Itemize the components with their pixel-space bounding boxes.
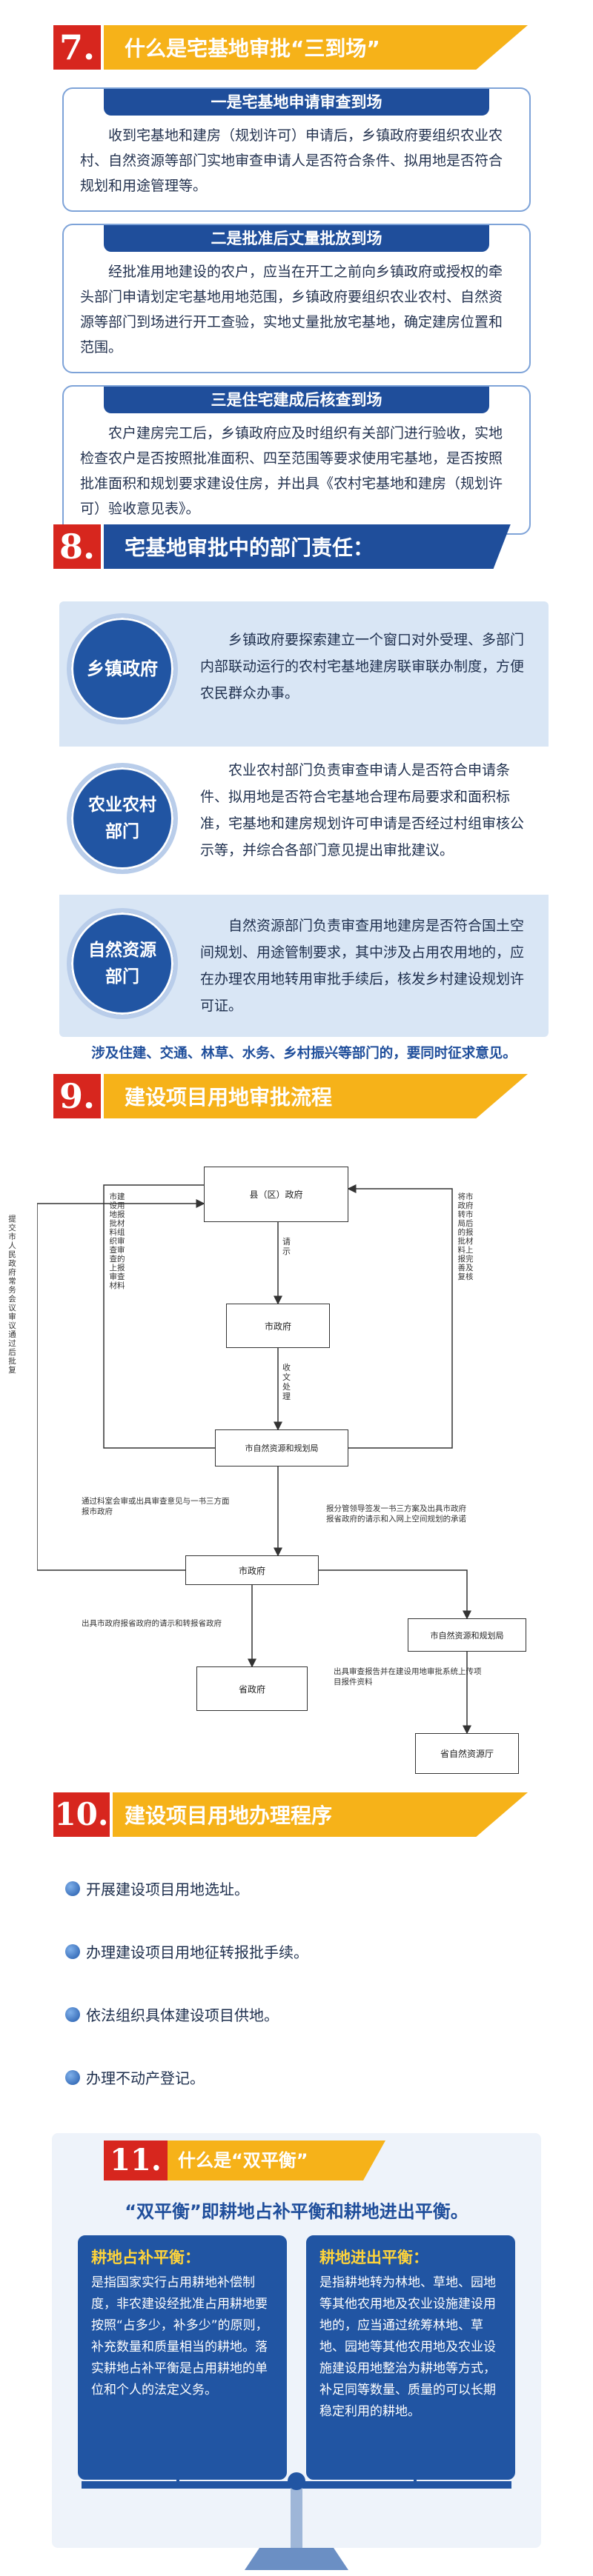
banner-bar (98, 1074, 528, 1118)
card-body: 收到宅基地和建房（规划许可）申请后，乡镇政府要组织农业农村、自然资源等部门实地审… (80, 127, 503, 194)
panel-in-out-balance: 耕地进出平衡： 是指耕地转为林地、草地、园地等其他农用地及农业设施建设用地的，应… (306, 2235, 515, 2480)
section-10-banner: 10. 建设项目用地办理程序 (53, 1792, 528, 1837)
card-head: 二是批准后丈量批放到场 (104, 225, 489, 252)
section-7-title: 什么是宅基地审批“三到场” (125, 36, 380, 61)
banner-bar (98, 25, 528, 70)
section-7-number: 7. (53, 25, 104, 70)
section-11: 11. 什么是“双平衡” “双平衡”即耕地占补平衡和耕地进出平衡。 耕地占补平衡… (0, 2133, 593, 2576)
section-8-banner: 8. 宅基地审批中的部门责任： (53, 524, 528, 569)
label-forward: 收文处理 (282, 1363, 291, 1401)
flow-box-county: 县（区）政府 (204, 1167, 348, 1222)
card-completion-check: 三是住宅建成后核查到场 农户建房完工后，乡镇政府应及时组织有关部门进行验收，实地… (62, 385, 531, 535)
row-agriculture: 农业农村部门 农业农村部门负责审查申请人是否符合申请条件、拟用地是否符合宅基地合… (59, 747, 549, 895)
flow-box-province: 省政府 (196, 1666, 308, 1711)
label-bureau-to-city: 通过科室会审或出具审查意见与一书三方面报市政府 (82, 1497, 230, 1516)
banner-bar (98, 1792, 528, 1837)
section-11-banner: 11. 什么是“双平衡” (104, 2140, 385, 2180)
row-township: 乡镇政府 乡镇政府要探索建立一个窗口对外受理、多部门内部联动运行的农村宅基地建房… (59, 604, 549, 741)
township-circle: 乡镇政府 (67, 613, 178, 724)
section-7: 7. 什么是宅基地审批“三到场” 一是宅基地申请审查到场 收到宅基地和建房（规划… (0, 25, 593, 535)
step-item: 依法组织具体建设项目供地。 (65, 2003, 279, 2025)
section-9-banner: 9. 建设项目用地审批流程 (53, 1074, 528, 1118)
section-11-number: 11. (104, 2140, 168, 2180)
step-text: 办理不动产登记。 (86, 2069, 205, 2087)
card-head: 三是住宅建成后核查到场 (104, 387, 489, 413)
natural-resources-label: 自然资源部门 (88, 941, 156, 987)
township-text: 乡镇政府要探索建立一个窗口对外受理、多部门内部联动运行的农村宅基地建房联审联办制… (200, 632, 525, 701)
label-left-long: 提交市人民政府常务会议审议通过后批复 (8, 1215, 16, 1375)
label-city-to-bureau: 报分管领导签发一书三方案及出具市政府报省政府的请示和入网上空间规划的承诺 (326, 1504, 466, 1524)
flow-box-city-2: 市政府 (185, 1555, 319, 1585)
card-head: 一是宅基地申请审查到场 (104, 89, 489, 116)
flow-box-bureau-2: 市自然资源和规划局 (408, 1618, 526, 1652)
label-city-to-province: 出具市政府报省政府的请示和转报省政府 (82, 1619, 222, 1628)
flow-box-bureau-1: 市自然资源和规划局 (215, 1429, 348, 1466)
bullet-icon (65, 1943, 80, 1959)
section-8: 8. 宅基地审批中的部门责任： 乡镇政府 乡镇政府要探索建立一个窗口对外受理、多… (0, 524, 593, 1061)
panel-heading: 耕地进出平衡： (319, 2249, 428, 2266)
bullet-icon (65, 2006, 80, 2022)
flow-box-province-dept: 省自然资源厅 (415, 1733, 519, 1774)
step-text: 开展建设项目用地选址。 (86, 1881, 249, 1898)
consult-note: 涉及住建、交通、林草、水务、乡村振兴等部门的，要同时征求意见。 (91, 1046, 517, 1061)
section-9-number: 9. (53, 1074, 104, 1118)
label-right-vertical: 将市政府转市局后的报批材料上报完善及复核 (457, 1192, 474, 1281)
section-9: 9. 建设项目用地审批流程 (0, 1074, 593, 1774)
panel-body: 是指国家实行占用耕地补偿制度，非农建设经批准占用耕地要按照“占多少，补多少”的原… (91, 2275, 268, 2398)
row-natural-resources: 自然资源部门 自然资源部门负责审查用地建房是否符合国土空间规划、用途管制要求，其… (59, 902, 549, 1032)
natural-resources-circle: 自然资源部门 (67, 908, 178, 1019)
natural-resources-text: 自然资源部门负责审查用地建房是否符合国土空间规划、用途管制要求，其中涉及占用农用… (200, 918, 525, 1014)
card-application-review: 一是宅基地申请审查到场 收到宅基地和建房（规划许可）申请后，乡镇政府要组织农业农… (62, 87, 531, 212)
double-balance-definition: “双平衡”即耕地占补平衡和耕地进出平衡。 (125, 2201, 468, 2222)
section-10-title: 建设项目用地办理程序 (125, 1803, 333, 1828)
card-body: 经批准用地建设的农户，应当在开工之前向乡镇政府或授权的牵头部门申请划定宅基地用地… (80, 264, 503, 356)
section-10: 10. 建设项目用地办理程序 开展建设项目用地选址。 办理建设项目用地征转报批手… (0, 1792, 593, 2087)
flow-box-city-1: 市政府 (226, 1304, 330, 1348)
label-report: 请示 (282, 1237, 291, 1256)
agriculture-label: 农业农村部门 (88, 795, 156, 841)
card-approval-measure: 二是批准后丈量批放到场 经批准用地建设的农户，应当在开工之前向乡镇政府或授权的牵… (62, 224, 531, 373)
agriculture-text: 农业农村部门负责审查申请人是否符合申请条件、拟用地是否符合宅基地合理布局要求和面… (200, 762, 525, 858)
panel-heading: 耕地占补平衡： (91, 2249, 200, 2266)
card-body: 农户建房完工后，乡镇政府应及时组织有关部门进行验收，实地检查农户是否按照批准面积… (80, 425, 503, 517)
label-left-mid: 市建设用地报批材料组织审查审查的上报审查材料 (109, 1192, 125, 1290)
step-item: 办理建设项目用地征转报批手续。 (65, 1941, 308, 1962)
bullet-icon (65, 1881, 80, 1896)
banner-bar (98, 524, 511, 569)
panel-body: 是指耕地转为林地、草地、园地等其他农用地及农业设施建设用地的，应当通过统筹林地、… (319, 2275, 496, 2419)
section-8-title: 宅基地审批中的部门责任： (125, 535, 374, 560)
section-7-banner: 7. 什么是宅基地审批“三到场” (53, 25, 528, 70)
label-bureau-to-dept: 出具审查报告并在建设用地审批系统上传项目报件资料 (334, 1667, 482, 1686)
step-text: 依法组织具体建设项目供地。 (86, 2006, 279, 2024)
section-11-title: 什么是“双平衡” (178, 2150, 308, 2171)
section-9-title: 建设项目用地审批流程 (125, 1085, 333, 1110)
section-8-number: 8. (53, 524, 104, 569)
bullet-icon (65, 2069, 80, 2085)
panel-occupation-balance: 耕地占补平衡： 是指国家实行占用耕地补偿制度，非农建设经批准占用耕地要按照“占多… (78, 2235, 287, 2480)
banner-bar (163, 2140, 385, 2180)
step-item: 办理不动产登记。 (65, 2066, 205, 2088)
flowchart-lines (37, 1184, 471, 1735)
section-10-number: 10. (53, 1792, 113, 1837)
step-text: 办理建设项目用地征转报批手续。 (86, 1943, 308, 1961)
agriculture-circle: 农业农村部门 (67, 763, 178, 874)
approval-flowchart: 县（区）政府 市政府 市自然资源和规划局 市政府 省政府 市自然资源和规划局 省… (8, 1155, 556, 1815)
balance-scale-icon (82, 2472, 511, 2570)
step-item: 开展建设项目用地选址。 (65, 1878, 249, 1899)
